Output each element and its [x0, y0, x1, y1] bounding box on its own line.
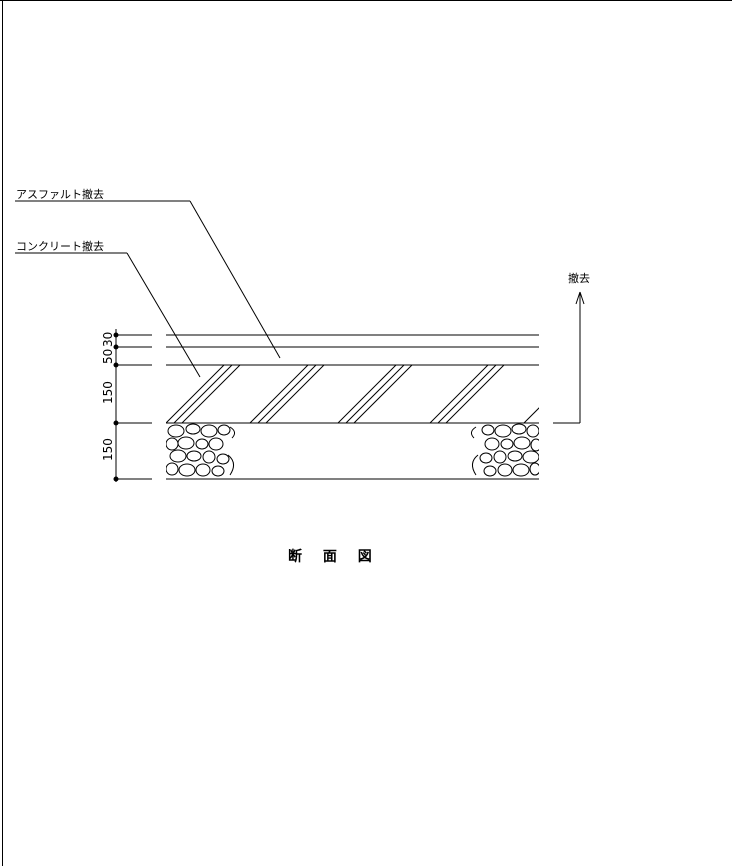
concrete-hatch [166, 365, 539, 423]
concrete-removal-label: コンクリート撤去 [16, 239, 104, 253]
dimension-150-upper: 150 [101, 381, 115, 404]
dimension-150-lower: 150 [101, 438, 115, 461]
removal-label: 撤去 [568, 271, 590, 285]
removal-arrow [553, 291, 585, 424]
concrete-removal-leader [15, 252, 201, 378]
gravel-left [166, 423, 236, 477]
dimension-30: 30 [101, 332, 115, 347]
layer-line-ticks [118, 334, 152, 480]
gravel-right [470, 423, 539, 477]
layer-lines [166, 334, 539, 480]
asphalt-removal-leader [15, 200, 281, 359]
dimension-line [113, 329, 119, 482]
asphalt-removal-label: アスファルト撤去 [16, 187, 104, 201]
dimension-50: 50 [101, 349, 115, 364]
drawing-title: 断 面 図 [288, 548, 380, 565]
